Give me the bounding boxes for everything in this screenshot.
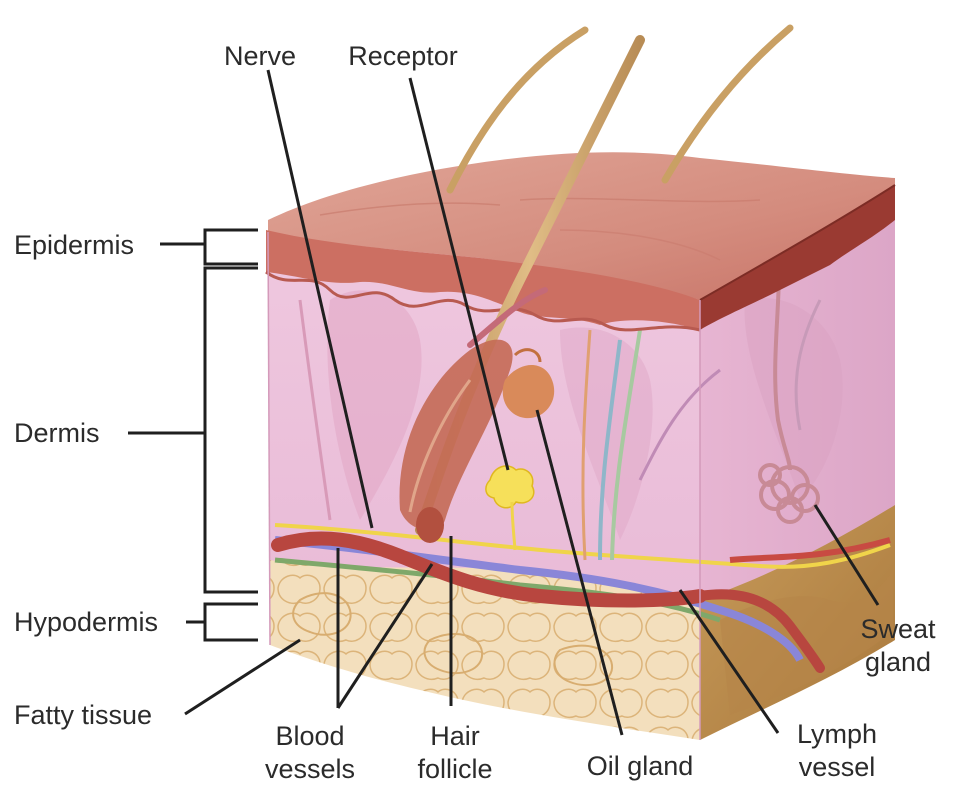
label-fatty-tissue: Fatty tissue [14,699,152,732]
label-lymph-vessel: Lymph vessel [797,718,877,784]
label-blood-vessels: Blood vessels [265,720,355,786]
label-sweat-gland: Sweat gland [860,613,935,679]
label-hypodermis: Hypodermis [14,606,158,639]
label-nerve: Nerve [224,40,296,73]
label-hair-follicle: Hair follicle [417,720,492,786]
label-oil-gland: Oil gland [587,750,694,783]
label-receptor: Receptor [348,40,458,73]
label-epidermis: Epidermis [14,229,134,262]
label-dermis: Dermis [14,417,100,450]
